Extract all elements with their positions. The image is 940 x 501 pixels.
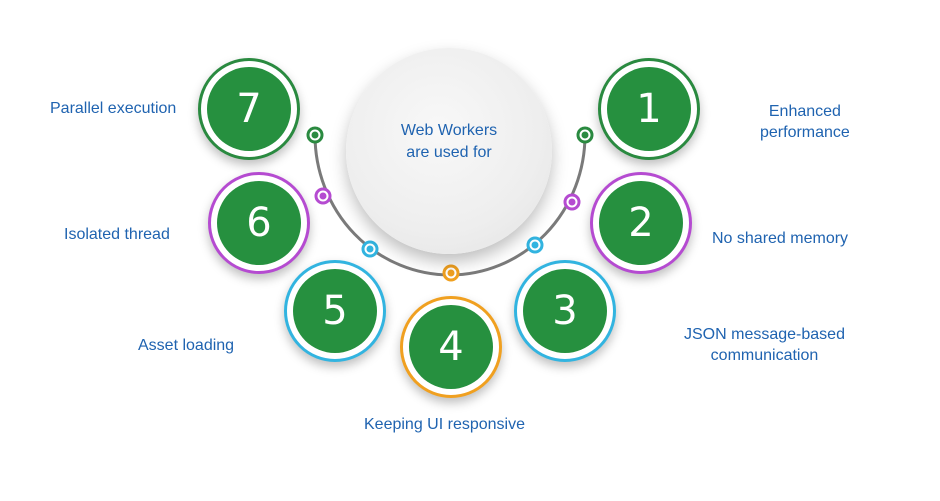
badge-3: 3 [514,260,616,362]
label-2: No shared memory [712,228,848,249]
badge-1: 1 [598,58,700,160]
label-4: Keeping UI responsive [364,414,525,435]
connector-dot-core-6 [319,192,327,200]
label-5: Asset loading [138,335,234,356]
badge-7-number: 7 [207,67,291,151]
label-5-line1: Asset loading [138,337,235,354]
label-1-line2: performance [760,124,850,141]
label-2-line1: No shared memory [712,230,849,247]
center-circle [346,48,552,254]
center-label-line1: Web Workers [400,122,498,139]
badge-2-number: 2 [599,181,683,265]
label-1-line1: Enhanced [768,103,841,120]
badge-4: 4 [400,296,502,398]
badge-5-number: 5 [293,269,377,353]
label-3-line2: communication [710,347,819,364]
connector-dot-core-2 [568,198,576,206]
badge-2: 2 [590,172,692,274]
center-label: Web Workers are used for [346,120,552,164]
connector-dot-core-3 [531,241,539,249]
badge-7: 7 [198,58,300,160]
badge-5: 5 [284,260,386,362]
badge-6-number: 6 [217,181,301,265]
connector-dot-core-1 [581,131,589,139]
badge-1-number: 1 [607,67,691,151]
label-7-line1: Parallel execution [50,100,177,117]
label-3-line1: JSON message-based [684,326,845,343]
label-7: Parallel execution [50,98,176,119]
badge-6: 6 [208,172,310,274]
connector-dot-core-5 [366,245,374,253]
label-1: Enhanced performance [760,101,850,143]
label-6-line1: Isolated thread [64,226,170,243]
label-3: JSON message-based communication [684,324,845,366]
center-label-line2: are used for [406,144,492,161]
badge-3-number: 3 [523,269,607,353]
label-6: Isolated thread [64,224,170,245]
badge-4-number: 4 [409,305,493,389]
connector-dot-core-7 [311,131,319,139]
label-4-line1: Keeping UI responsive [364,416,525,433]
connector-dot-core-4 [447,269,455,277]
